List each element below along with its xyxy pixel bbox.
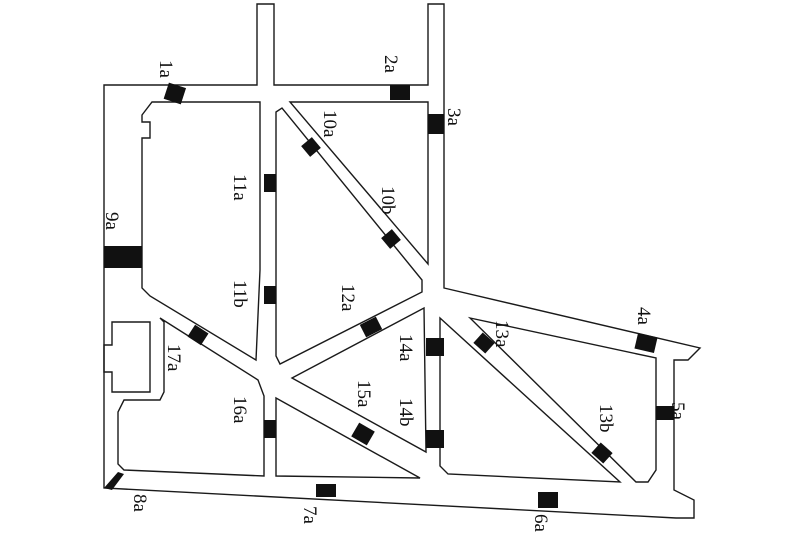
gauge-mark-1a (163, 82, 187, 105)
cell-upper-right (288, 101, 429, 266)
cell-bottom-left (117, 317, 265, 477)
gauge-mark-13b (591, 442, 613, 464)
gauge-mark-13a (473, 332, 495, 354)
label-17a: 17a (163, 344, 184, 372)
label-14b: 14b (395, 398, 416, 427)
label-10b: 10b (377, 186, 398, 215)
gauge-mark-11b (264, 286, 276, 304)
gauge-mark-7a (316, 484, 336, 497)
label-13a: 13a (491, 320, 512, 348)
gauge-mark-8a (104, 472, 124, 490)
cell-left-lower (103, 321, 151, 393)
label-3a: 3a (443, 108, 464, 127)
gauge-mark-3a (428, 114, 444, 134)
label-14a: 14a (395, 334, 416, 362)
gauge-mark-14b (426, 430, 444, 448)
label-6a: 6a (530, 514, 551, 533)
gauge-mark-14a (426, 338, 444, 356)
cell-left-upper (141, 101, 261, 362)
label-8a: 8a (129, 494, 150, 513)
cell-triangle-upper (275, 107, 423, 365)
gauge-mark-6a (538, 492, 558, 508)
outer-boundary (103, 3, 702, 519)
gauge-labels: 1a 2a 3a 4a 5a 6a 7a 8a 9a 10a 10b 11a 1… (101, 55, 688, 533)
label-4a: 4a (633, 307, 654, 326)
label-9a: 9a (101, 212, 122, 231)
gauge-mark-16a (264, 420, 276, 438)
label-7a: 7a (299, 506, 320, 525)
gauge-mark-17a (187, 324, 209, 346)
label-15a: 15a (353, 380, 374, 408)
profile-outline (103, 3, 702, 519)
gauge-mark-9a (104, 246, 142, 268)
label-2a: 2a (380, 55, 401, 74)
cell-triangle-middle (290, 306, 427, 454)
gauge-mark-11a (264, 174, 276, 192)
label-5a: 5a (667, 402, 688, 421)
label-10a: 10a (319, 110, 340, 138)
label-12a: 12a (337, 284, 358, 312)
gauge-mark-2a (390, 85, 410, 100)
gauge-mark-15a (351, 422, 375, 446)
label-1a: 1a (155, 60, 176, 79)
cell-right-middle (439, 316, 622, 483)
gauge-mark-4a (634, 332, 658, 354)
gauge-mark-10a (301, 137, 321, 157)
label-11b: 11b (229, 280, 250, 308)
label-16a: 16a (229, 396, 250, 424)
gauge-marks (104, 82, 674, 508)
gauge-mark-10b (381, 229, 401, 249)
gauge-mark-12a (359, 316, 383, 338)
label-13b: 13b (595, 404, 616, 433)
label-11a: 11a (229, 174, 250, 201)
gauge-mark-5a (656, 406, 674, 420)
